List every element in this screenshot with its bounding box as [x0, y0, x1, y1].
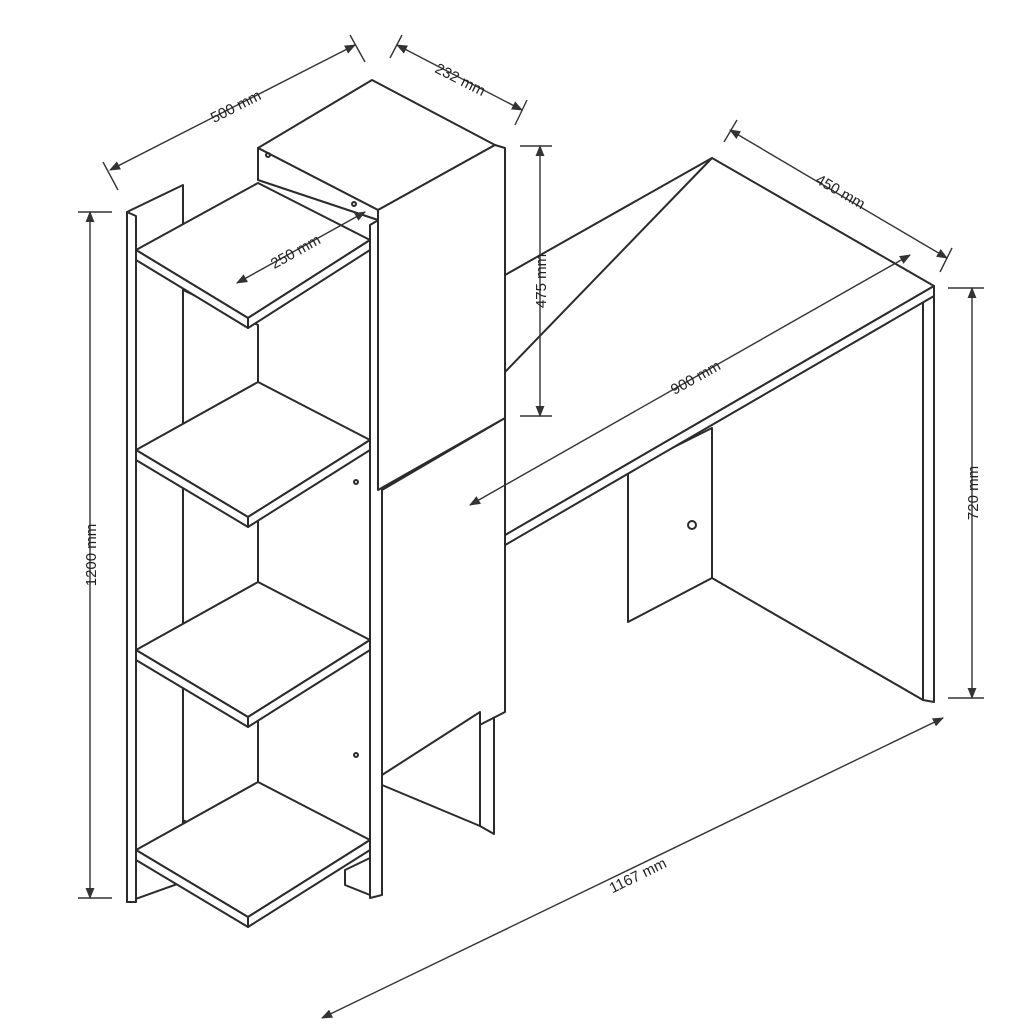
shelving-tower — [126, 79, 506, 928]
desk-right-leg — [922, 289, 935, 703]
dimension-720 — [948, 286, 984, 700]
cable-hole — [687, 520, 697, 530]
dimension-232 — [389, 34, 528, 126]
dimension-250 — [236, 211, 366, 284]
label-top-depth: 500 mm — [208, 87, 264, 127]
shelf-2-front — [247, 439, 371, 528]
desk-left-leg — [479, 711, 495, 835]
dimension-1200 — [78, 210, 112, 900]
label-desk-height: 720 mm — [965, 466, 982, 520]
label-top-width: 232 mm — [432, 60, 488, 100]
dimension-900 — [469, 254, 911, 506]
back-partition — [182, 289, 259, 861]
label-upper-height: 475 mm — [533, 254, 550, 308]
dimension-450 — [723, 119, 953, 273]
label-desk-depth: 450 mm — [813, 171, 868, 213]
label-total-height: 1200 mm — [83, 524, 100, 587]
dimension-1167 — [320, 717, 945, 1019]
dimension-500 — [102, 34, 366, 191]
shelf-3-front — [247, 639, 371, 728]
left-side-panel-front — [126, 211, 137, 903]
